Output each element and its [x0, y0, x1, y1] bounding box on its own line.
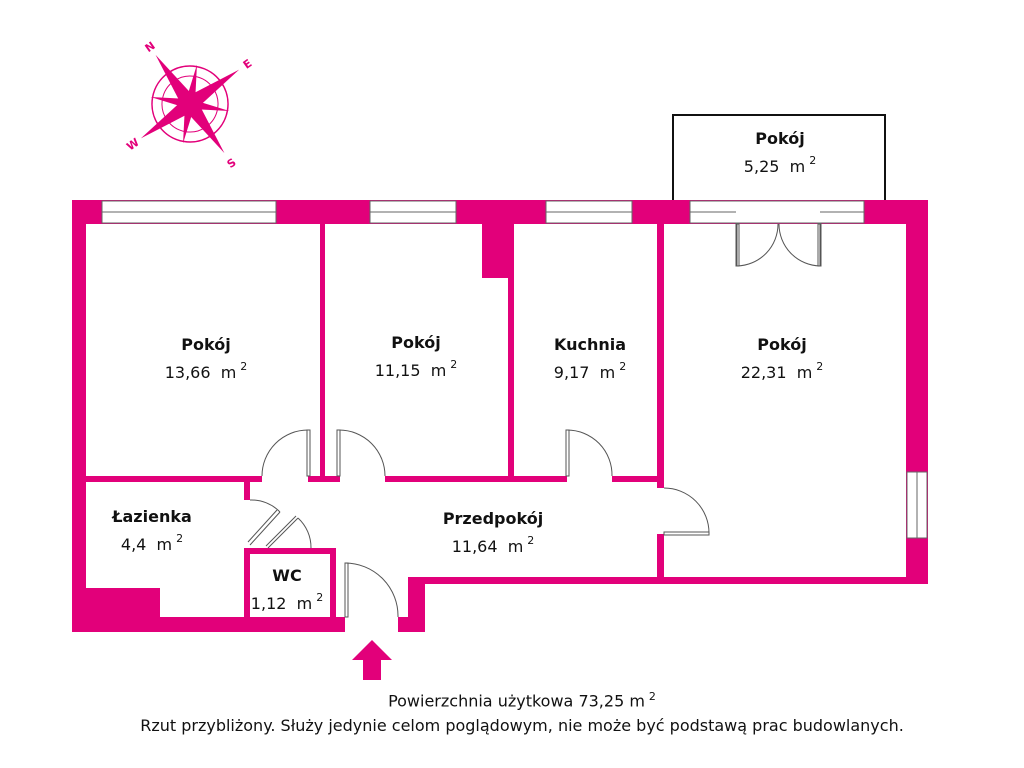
disclaimer: Rzut przybliżony. Służy jedynie celom po… — [140, 716, 904, 735]
compass-e: E — [241, 57, 255, 72]
compass-w: W — [124, 136, 141, 154]
doors — [247, 223, 822, 634]
compass-n: N — [143, 39, 158, 55]
compass-rose-icon: N E S W — [124, 39, 255, 171]
windows — [101, 200, 928, 539]
compass-s: S — [225, 156, 239, 171]
walls — [72, 200, 928, 632]
entrance-arrow-icon — [352, 640, 392, 680]
